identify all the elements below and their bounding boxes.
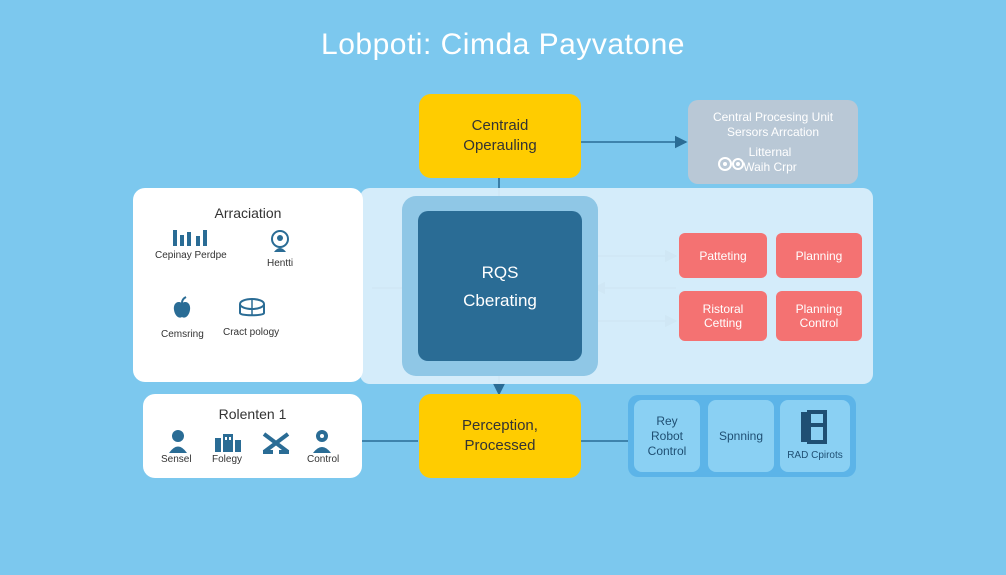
rad-logo-icon <box>801 409 827 444</box>
ros-line1: RQS <box>481 263 519 282</box>
red-box-ristoral-cetting[interactable]: Ristoral Cetting <box>679 291 767 341</box>
bar-chart-icon <box>173 230 207 246</box>
left-item-label-2: Hentti <box>267 258 294 269</box>
robot-control-card[interactable]: Rey Robot Control <box>634 400 700 472</box>
red-box-planning-control[interactable]: Planning Control <box>776 291 862 341</box>
cpu-line3: Litternal <box>748 145 792 159</box>
left-item-label-3: Cemsring <box>161 329 204 340</box>
ros-line2: Cberating <box>463 291 537 310</box>
perception-line1: Perception, <box>462 416 538 434</box>
cpu-line2: Sersors Arrcation <box>726 125 820 139</box>
cpu-line4: Waih Crpr <box>743 160 797 174</box>
left-item-label-4: Cract pology <box>223 327 280 338</box>
person-headset-icon <box>169 430 187 453</box>
left-item-label-1: Cepinay Perdpe <box>155 250 227 261</box>
perception-processed-box[interactable]: Perception, Processed <box>419 394 581 478</box>
apple-icon <box>173 296 191 318</box>
red-box-2-label: Planning <box>795 248 843 263</box>
user-icon <box>313 430 331 453</box>
central-operating-line1: Centraid <box>471 116 529 134</box>
person-icon <box>271 230 289 252</box>
cpu-line1: Central Procesing Unit <box>712 110 834 124</box>
central-operating-line2: Operauling <box>463 137 537 154</box>
red-box-3-label: Ristoral Cetting <box>702 302 744 330</box>
database-icon <box>239 298 265 317</box>
red-box-4-label: Planning Control <box>795 302 843 330</box>
arraciation-panel: Arraciation Cepinay Perdpe Hentti Cemsri… <box>133 188 363 382</box>
bottom-item-label-4: Control <box>307 454 340 465</box>
robot-control-label: Rey Robot Control <box>647 413 687 458</box>
arraciation-title: Arraciation <box>214 205 282 221</box>
bottom-item-label-2: Folegy <box>212 454 243 465</box>
rolenten-title: Rolenten 1 <box>218 406 287 422</box>
cpu-box[interactable]: Central Procesing Unit Sersors Arrcation… <box>688 100 858 184</box>
gears-icon <box>718 157 744 171</box>
rolenten-panel: Rolenten 1 Sensel Folegy Control <box>143 394 362 478</box>
rad-cpirots-label: RAD Cpirots <box>787 449 843 461</box>
central-operating-box[interactable]: Centraid Operauling <box>419 94 581 178</box>
red-box-1-label: Patteting <box>699 248 747 263</box>
perception-line2: Processed <box>464 437 536 454</box>
rad-cpirots-card[interactable]: RAD Cpirots <box>780 400 850 472</box>
spnning-card[interactable]: Spnning <box>708 400 774 472</box>
spnning-label: Spnning <box>718 428 764 443</box>
red-box-patteting[interactable]: Patteting <box>679 233 767 278</box>
page-title: Lobpoti: Cimda Payvatone <box>321 28 685 61</box>
ros-operating-box[interactable]: RQS Cberating <box>418 211 582 361</box>
red-box-planning[interactable]: Planning <box>776 233 862 278</box>
robot-arm-icon <box>262 432 290 454</box>
bottom-item-label-1: Sensel <box>161 454 192 465</box>
factory-icon <box>215 434 241 452</box>
